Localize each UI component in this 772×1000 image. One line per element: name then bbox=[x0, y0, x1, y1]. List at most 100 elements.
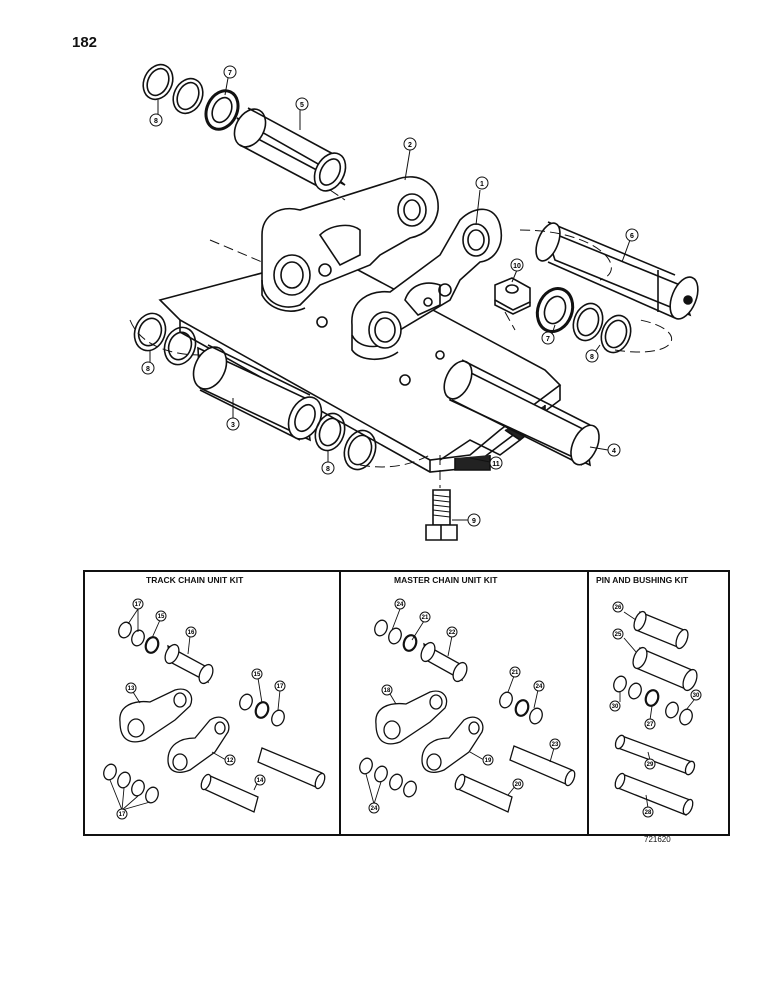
pin-callout-30b: 30 bbox=[690, 689, 702, 701]
track-callout-15a: 15 bbox=[155, 610, 167, 622]
svg-text:4: 4 bbox=[612, 448, 616, 455]
callout-8a: 8 bbox=[149, 113, 163, 127]
track-callout-16a: 16 bbox=[185, 626, 197, 638]
pin-callout-30a: 30 bbox=[609, 700, 621, 712]
callout-8b: 8 bbox=[141, 361, 155, 375]
main-callouts: 1 2 3 4 5 6 7 7 8 8 8 8 9 10 11 bbox=[141, 65, 639, 527]
svg-text:24: 24 bbox=[371, 806, 378, 812]
pin-4 bbox=[443, 359, 600, 467]
seal-rings-left bbox=[133, 312, 197, 366]
master-callout-20a: 20 bbox=[512, 778, 524, 790]
track-callout-17b: 17 bbox=[274, 680, 286, 692]
svg-text:15: 15 bbox=[158, 614, 165, 620]
callout-3: 3 bbox=[226, 417, 240, 431]
track-callout-15b: 15 bbox=[251, 668, 263, 680]
master-chain-kit-title: MASTER CHAIN UNIT KIT bbox=[394, 575, 498, 585]
svg-text:8: 8 bbox=[590, 354, 594, 361]
callout-4: 4 bbox=[607, 443, 621, 457]
svg-text:3: 3 bbox=[231, 422, 235, 429]
callout-8c: 8 bbox=[321, 461, 335, 475]
svg-text:26: 26 bbox=[615, 605, 622, 611]
pin-6 bbox=[535, 221, 699, 320]
drawing-number: 721620 bbox=[644, 835, 671, 844]
master-callout-24b: 24 bbox=[533, 680, 545, 692]
svg-text:29: 29 bbox=[647, 762, 654, 768]
callout-6: 6 bbox=[625, 228, 639, 242]
bushing-3 bbox=[192, 344, 323, 442]
callout-5: 5 bbox=[295, 97, 309, 111]
svg-text:24: 24 bbox=[536, 684, 543, 690]
pin-callout-28a: 28 bbox=[642, 806, 654, 818]
svg-text:1: 1 bbox=[480, 181, 484, 188]
svg-text:24: 24 bbox=[397, 602, 404, 608]
track-callout-17c: 17 bbox=[116, 808, 128, 820]
main-leader-lines bbox=[149, 77, 631, 521]
master-callout-23a: 23 bbox=[549, 738, 561, 750]
svg-text:30: 30 bbox=[612, 704, 619, 710]
track-callout-14a: 14 bbox=[254, 774, 266, 786]
svg-text:8: 8 bbox=[154, 118, 158, 125]
svg-text:21: 21 bbox=[512, 670, 519, 676]
svg-text:18: 18 bbox=[384, 688, 391, 694]
track-callout-13a: 13 bbox=[125, 682, 137, 694]
assembly-center-lines bbox=[129, 189, 672, 488]
svg-text:17: 17 bbox=[119, 812, 126, 818]
pin-callout-29a: 29 bbox=[644, 758, 656, 770]
pin-callout-27a: 27 bbox=[644, 718, 656, 730]
svg-text:23: 23 bbox=[552, 742, 559, 748]
svg-text:19: 19 bbox=[485, 758, 492, 764]
master-callout-24c: 24 bbox=[368, 802, 380, 814]
seal-rings-top-left bbox=[142, 63, 240, 131]
master-callout-19a: 19 bbox=[482, 754, 494, 766]
page-number: 182 bbox=[72, 34, 98, 51]
svg-text:14: 14 bbox=[257, 778, 264, 784]
svg-text:11: 11 bbox=[492, 461, 500, 468]
callout-7a: 7 bbox=[223, 65, 237, 79]
callout-8d: 8 bbox=[585, 349, 599, 363]
track-callout-17a: 17 bbox=[132, 598, 144, 610]
bushing-5 bbox=[233, 107, 347, 192]
svg-text:10: 10 bbox=[513, 263, 521, 270]
svg-text:25: 25 bbox=[615, 632, 622, 638]
pin-callout-26a: 26 bbox=[612, 601, 624, 613]
pin-bushing-kit-title: PIN AND BUSHING KIT bbox=[596, 575, 689, 585]
master-callout-24a: 24 bbox=[394, 598, 406, 610]
svg-text:17: 17 bbox=[135, 602, 142, 608]
pin-callout-25a: 25 bbox=[612, 628, 624, 640]
seal-rings-right bbox=[535, 287, 632, 354]
svg-text:30: 30 bbox=[693, 693, 700, 699]
nut-10 bbox=[494, 277, 531, 315]
svg-text:2: 2 bbox=[408, 142, 412, 149]
svg-text:5: 5 bbox=[300, 102, 304, 109]
track-chain-kit-title: TRACK CHAIN UNIT KIT bbox=[146, 575, 244, 585]
callout-11: 11 bbox=[489, 456, 503, 470]
svg-text:6: 6 bbox=[630, 233, 634, 240]
master-callout-22a: 22 bbox=[446, 626, 458, 638]
svg-text:8: 8 bbox=[326, 466, 330, 473]
svg-text:8: 8 bbox=[146, 366, 150, 373]
track-link-1 bbox=[351, 208, 502, 361]
callout-2: 2 bbox=[403, 137, 417, 151]
callout-10: 10 bbox=[510, 258, 524, 272]
master-callout-21b: 21 bbox=[509, 666, 521, 678]
seal-rings-bottom bbox=[314, 412, 377, 471]
svg-text:21: 21 bbox=[422, 615, 429, 621]
svg-text:22: 22 bbox=[449, 630, 456, 636]
svg-text:9: 9 bbox=[472, 518, 476, 525]
svg-text:7: 7 bbox=[228, 70, 232, 77]
master-callout-18a: 18 bbox=[381, 684, 393, 696]
track-link-2 bbox=[261, 176, 439, 312]
svg-text:13: 13 bbox=[128, 686, 135, 692]
master-callout-21a: 21 bbox=[419, 611, 431, 623]
svg-text:20: 20 bbox=[515, 782, 522, 788]
svg-text:7: 7 bbox=[546, 336, 550, 343]
callout-1: 1 bbox=[475, 176, 489, 190]
svg-text:27: 27 bbox=[647, 722, 654, 728]
svg-text:28: 28 bbox=[645, 810, 652, 816]
track-callout-12a: 12 bbox=[224, 754, 236, 766]
svg-text:15: 15 bbox=[254, 672, 261, 678]
